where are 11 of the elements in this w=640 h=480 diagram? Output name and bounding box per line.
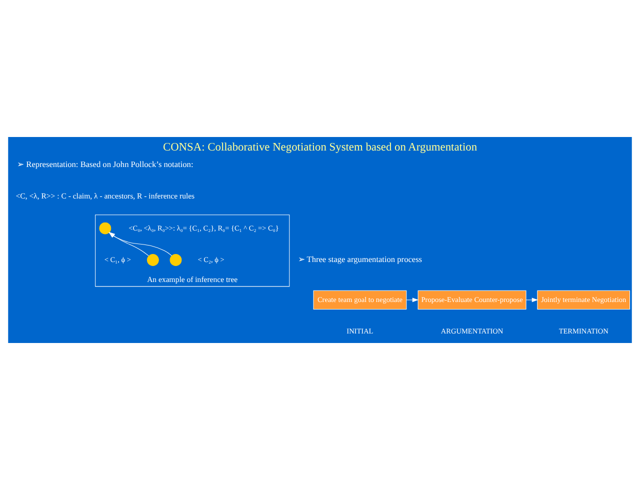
node-circle: [170, 254, 182, 266]
label: ➢ Three stage argumentation process: [298, 254, 422, 264]
diagram-title: CONSA: Collaborative Negotiation System based on Argumentation: [162, 141, 478, 154]
arrow: [406, 298, 419, 302]
node-circle: [99, 222, 112, 234]
arrow: [108, 232, 149, 256]
label: ➢ Representation: Based on John Pollock’s notation:: [17, 160, 194, 169]
arrow: [526, 298, 538, 302]
arrow: [108, 232, 172, 256]
label: <C, <λ, R>> : C - claim, λ - ancestors, R - inference rules: [16, 191, 195, 200]
node-circle: [146, 254, 159, 266]
